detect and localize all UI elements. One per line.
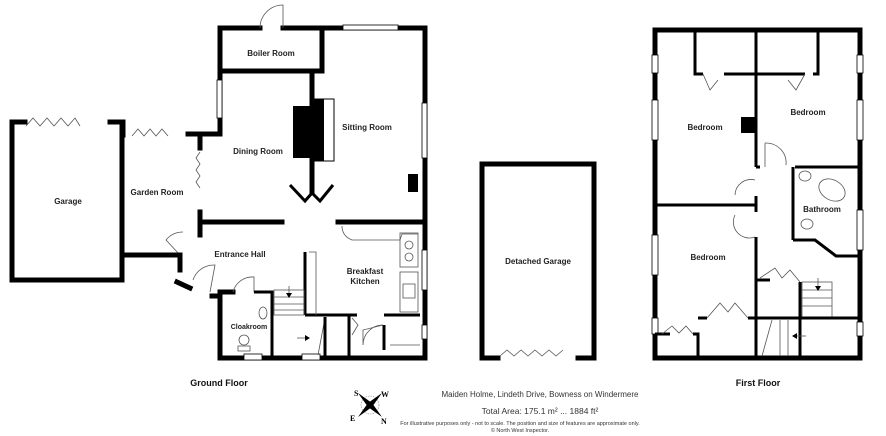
compass-n: N (381, 417, 387, 426)
room-garage: Garage (54, 197, 82, 206)
compass-s: S (354, 389, 359, 398)
disclaimer: For illustrative purposes only - not to … (400, 421, 640, 427)
room-garden-room: Garden Room (131, 188, 184, 197)
room-bedroom-1: Bedroom (687, 123, 722, 132)
ground-floor-labels: Garage Garden Room Boiler Room Dining Ro… (54, 49, 392, 388)
ground-floor-plan (9, 4, 428, 361)
compass-icon: S W E N (350, 389, 389, 426)
room-sitting-room: Sitting Room (342, 123, 392, 132)
room-entrance-hall: Entrance Hall (214, 250, 265, 259)
address: Maiden Holme, Lindeth Drive, Bowness on … (441, 390, 639, 399)
detached-garage-plan: Detached Garage (479, 161, 597, 361)
room-boiler-room: Boiler Room (247, 49, 295, 58)
total-area: Total Area: 175.1 m² ... 1884 ft² (481, 406, 599, 416)
room-breakfast-kitchen-line2: Kitchen (350, 277, 379, 286)
room-detached-garage: Detached Garage (505, 257, 571, 266)
room-breakfast-kitchen-line1: Breakfast (347, 267, 384, 276)
room-bathroom: Bathroom (803, 205, 841, 214)
room-bedroom-2: Bedroom (790, 108, 825, 117)
room-cloakroom: Cloakroom (231, 324, 268, 331)
compass-e: E (350, 414, 355, 423)
room-dining-room: Dining Room (233, 147, 283, 156)
first-floor-caption: First Floor (736, 378, 781, 388)
compass-w: W (381, 390, 389, 399)
copyright: © North West Inspector. (490, 428, 550, 434)
room-bedroom-3: Bedroom (690, 253, 725, 262)
ground-floor-caption: Ground Floor (190, 378, 248, 388)
first-floor-plan (651, 27, 864, 361)
first-floor-labels: Bedroom Bedroom Bathroom Bedroom First F… (687, 108, 840, 388)
